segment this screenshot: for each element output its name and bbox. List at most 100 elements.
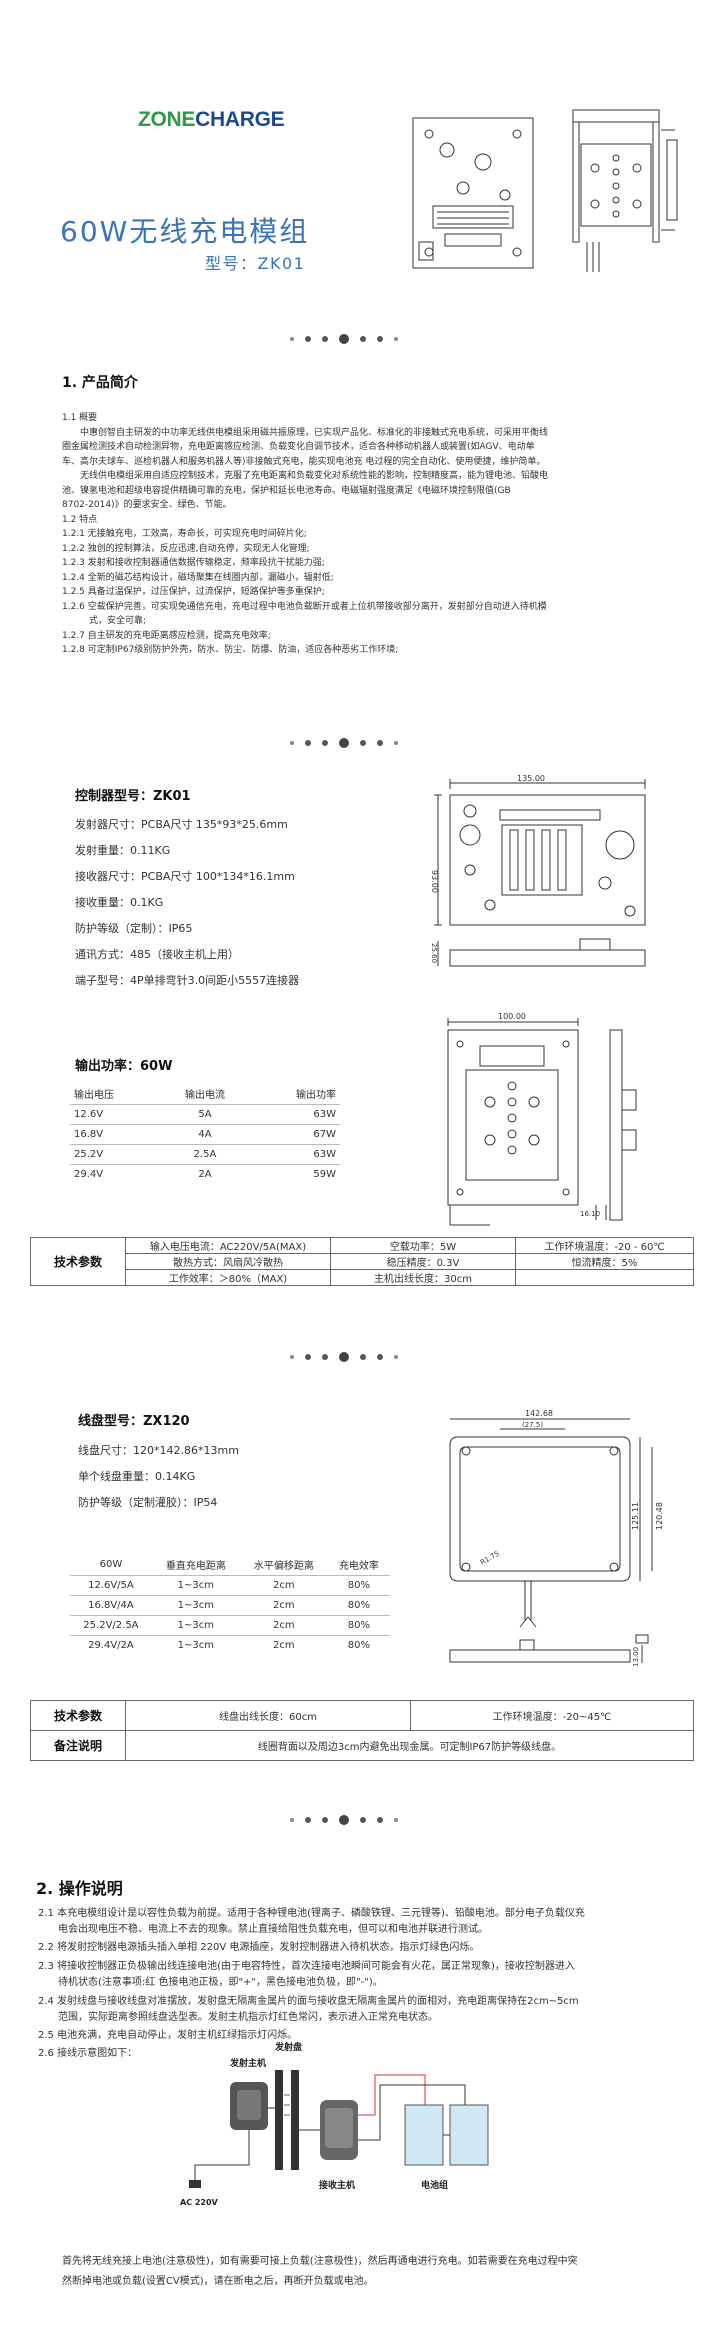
spec-line: 发射重量：0.11KG [75, 844, 171, 857]
divider-dot [305, 740, 311, 746]
body-line: 1.2.8 可定制IP67级别防护外壳，防水、防尘、防爆、防油，适应各种恶劣工作… [62, 645, 399, 655]
power-heading: 输出功率：60W [75, 1059, 173, 1074]
cell: 12.6V/5A [70, 1574, 152, 1595]
tx-coil-plate [275, 2070, 283, 2170]
body-line: 1.2.5 具备过温保护，过压保护，过流保护，短路保护等多重保护; [62, 587, 325, 597]
body-line: 中惠创智自主研发的中功率无线供电模组采用磁共振原理，已实现产品化、标准化的非接触… [62, 427, 549, 438]
controller-heading: 控制器型号：ZK01 [75, 789, 191, 804]
divider-dot [322, 1354, 328, 1360]
op-line: 首先将无线充接上电池(注意极性)，如有需要可接上负载(注意极性)，然后再通电进行… [62, 2256, 578, 2267]
transmitter-drawing: 135.00 93.00 25.60 [430, 775, 646, 967]
cell: 16.8V/4A [70, 1594, 152, 1615]
spec-line: 单个线盘重量：0.14KG [78, 1470, 196, 1483]
battery-cell-2 [449, 2104, 489, 2166]
section2-footer: 首先将无线充接上电池(注意极性)，如有需要可接上负载(注意极性)，然后再通电进行… [62, 2254, 692, 2290]
cell: 29.4V/2A [70, 1634, 152, 1655]
cell: 25.2V [70, 1143, 160, 1164]
body-line: 1.2.7 自主研发的充电距离感应检测，提高充电效率; [62, 630, 271, 641]
divider-dot [394, 337, 398, 341]
cell: 1~3cm [151, 1574, 240, 1595]
brand-logo-part1: ZONE [138, 108, 196, 131]
body-line: 1.2.2 独创的控制算法，反应迅速,自动充停，实现无人化管理; [62, 543, 310, 554]
dim-coil-width: 142.68 [525, 1409, 553, 1418]
section-divider [290, 1352, 398, 1362]
divider-dot [394, 1818, 398, 1822]
cell: 5A [160, 1103, 250, 1124]
cell: 工作环境温度：-20~45℃ [410, 1700, 694, 1731]
divider-dot [360, 740, 366, 746]
body-line: 1.2.4 全新的磁芯结构设计，磁场聚集在线圈内部，漏磁小，辐射低; [62, 572, 334, 583]
op-line: 2.6 接线示意图如下： [38, 2048, 138, 2059]
power-col-voltage: 输出电压 [74, 1090, 114, 1102]
divider-dot [339, 1352, 349, 1362]
op-line: 2.3 将接收控制器正负极输出线连接电池(由于电容特性，首次连接电池瞬间可能会有… [38, 1961, 575, 1972]
cell: 主机出线长度：30cm [330, 1269, 516, 1286]
op-line: 范围，实际距离参照线盘选型表。发射主机指示灯红色常闪，表示进入正常充电状态。 [38, 2012, 438, 2023]
wiring-diagram: 发射盘 发射主机 AC 220V 接收主机 电池组 [180, 2041, 489, 2207]
cell: 80% [327, 1614, 390, 1635]
coil-drawing: 142.68 (27.5) 125.11 120.48 R1.75 13.00 [449, 1409, 664, 1667]
section2-heading: 2. 操作说明 [36, 1879, 123, 1898]
coil-specs: 线盘尺寸：120*142.86*13mm 单个线盘重量：0.14KG 防护等级（… [78, 1438, 239, 1516]
dim-receiver-thickness: 16.10 [580, 1210, 600, 1218]
body-line: 池、镍氢电池和超级电容提供精确可靠的充电，保护和延长电池寿命。电磁辐射强度满足《… [62, 485, 511, 496]
body-line: 圈金属检测技术自动检测异物，充电距离感应检测、负载变化自调节技术，适合各种移动机… [62, 442, 535, 452]
cell: 12.6V [70, 1103, 160, 1124]
power-col-power: 输出功率 [296, 1090, 336, 1102]
op-line: 待机状态(注意事项:红 色接电池正极，即"+"，黑色接电池负极，即"-")。 [38, 1977, 383, 1988]
cell: 4A [160, 1123, 250, 1144]
body-line: 1.2.3 发射和接收控制器通信数据传输稳定，频率段抗干扰能力强; [62, 558, 325, 568]
dim-coil-inner: (27.5) [522, 1421, 543, 1429]
spec-line: 通讯方式：485（接收主机上用） [75, 948, 239, 961]
label-tx-coil: 发射盘 [274, 2041, 302, 2053]
label-ac: AC 220V [180, 2198, 219, 2207]
cell: 工作环境温度：-20 - 60℃ [515, 1237, 694, 1254]
coil-col-horizontal: 水平偏移距离 [253, 1561, 314, 1573]
body-line: 无线供电模组采用自适应控制技术，克服了充电距离和负载变化对系统性能的影响，控制精… [62, 471, 549, 481]
cell: 2cm [239, 1594, 328, 1615]
receiver-drawing: 100.00 16.10 [447, 1012, 637, 1226]
divider-dot [377, 336, 383, 342]
divider-dot [290, 741, 294, 745]
body-line: 1.1 概要 [62, 413, 98, 423]
cell: 80% [327, 1574, 390, 1595]
cell: 空载功率：5W [330, 1237, 516, 1254]
divider-dot [305, 336, 311, 342]
op-line: 2.4 发射线盘与接收线盘对准摆放，发射盘无隔离金属片的面与接收盘无隔离金属片的… [38, 1996, 579, 2007]
coil-note-label: 备注说明 [30, 1730, 126, 1761]
divider-dot [305, 1817, 311, 1823]
brand-logo-part2: CHARGE [195, 108, 285, 131]
section2-body: 2.1 本充电模组设计是以容性负载为前提。适用于各种锂电池(锂离子、磷酸铁锂、三… [38, 1906, 688, 2062]
cell: 工作效率：＞80%（MAX) [125, 1269, 331, 1286]
section-divider [290, 738, 398, 748]
cell: 2cm [239, 1614, 328, 1635]
divider-dot [339, 334, 349, 344]
tech-params-label: 技术参数 [30, 1237, 126, 1286]
body-line: 1.2.1 无接触充电，工效高，寿命长，可实现充电时间碎片化; [62, 529, 307, 539]
divider-dot [290, 1355, 294, 1359]
cell: 线盘出线长度：60cm [125, 1700, 411, 1731]
negative-wire [358, 2084, 466, 2141]
section-divider [290, 334, 398, 344]
cell: 25.2V/2.5A [70, 1614, 152, 1635]
brand-logo: ZONECHARGE [138, 108, 285, 132]
divider-dot [377, 1817, 383, 1823]
divider-dot [339, 738, 349, 748]
cell: 稳压精度：0.3V [330, 1253, 516, 1270]
op-line: 2.1 本充电模组设计是以容性负载为前提。适用于各种锂电池(锂离子、磷酸铁锂、三… [38, 1908, 585, 1919]
spec-line: 防护等级（定制灌胶）：IP54 [78, 1496, 218, 1509]
coil-col-power: 60W [99, 1559, 123, 1571]
dim-coil-height: 125.11 [631, 1502, 640, 1530]
spec-line: 线盘尺寸：120*142.86*13mm [78, 1444, 239, 1457]
cell: 63W [250, 1103, 340, 1124]
op-line: 2.5 电池充满，充电自动停止，发射主机红绿指示灯闪烁。 [38, 2030, 298, 2041]
divider-dot [339, 1815, 349, 1825]
cell: 16.8V [70, 1123, 160, 1144]
coil-tech-table: 技术参数 线盘出线长度：60cm 工作环境温度：-20~45℃ 备注说明 线圈背… [30, 1700, 694, 1761]
divider-dot [377, 1354, 383, 1360]
